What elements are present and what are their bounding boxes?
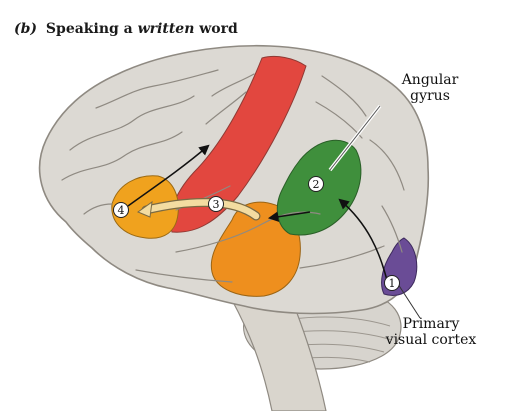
arcuate-fasciculus-head — [136, 200, 153, 218]
motor-cortex-region — [169, 55, 307, 233]
primary-visual-cortex-label-line1: Primary — [402, 316, 460, 332]
visual-cortex-leader — [397, 283, 421, 319]
angular-gyrus-label-line1: Angular — [401, 72, 459, 88]
arcuate-fasciculus-band — [142, 199, 260, 220]
step-number-1: 1 — [389, 277, 396, 290]
brain-gyri — [61, 69, 405, 283]
step-number-2: 2 — [313, 178, 320, 191]
step-marker-2: 2 — [308, 176, 324, 192]
panel-label: (b) — [14, 21, 38, 37]
title-text-start: Speaking a — [45, 21, 133, 37]
angular-gyrus-leader-edge — [329, 105, 381, 171]
step-number-3: 3 — [213, 198, 220, 211]
title-text-end: word — [199, 21, 238, 37]
cerebellum-folia — [257, 316, 393, 363]
arrow-broca-to-motor — [127, 144, 210, 207]
step-marker-4: 4 — [113, 202, 129, 218]
wernickes-area-region — [210, 201, 301, 297]
step-marker-3: 3 — [208, 196, 224, 212]
step-number-4: 4 — [118, 204, 125, 217]
primary-visual-cortex-label: Primary visual cortex — [376, 316, 486, 348]
step-marker-1: 1 — [384, 275, 400, 291]
angular-gyrus-label-line2: gyrus — [410, 88, 450, 104]
angular-gyrus-label: Angular gyrus — [392, 72, 468, 104]
arrow-angular-to-wernicke — [267, 211, 311, 222]
figure-title: (b) Speaking a written word — [14, 21, 238, 37]
brainstem — [231, 299, 327, 411]
title-emphasis: written — [137, 21, 195, 37]
primary-visual-cortex-label-line2: visual cortex — [385, 332, 477, 348]
arrow-visual-to-angular — [338, 198, 389, 285]
